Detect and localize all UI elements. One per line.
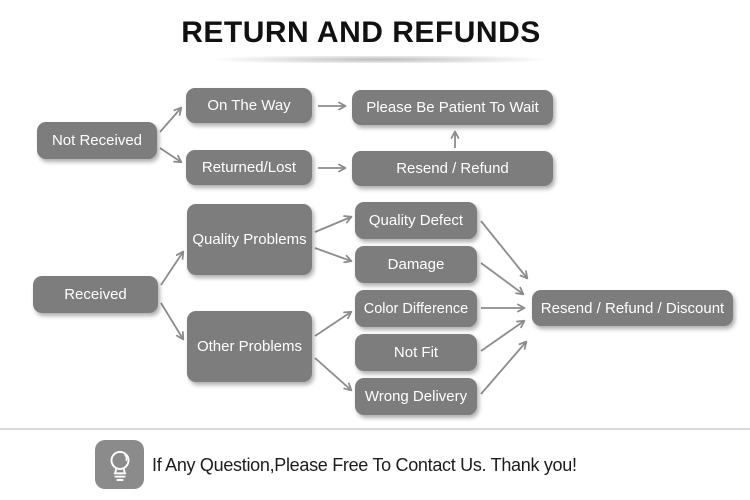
node-wrong-delivery: Wrong Delivery	[355, 378, 477, 415]
arrow-group	[159, 101, 529, 395]
node-returned-lost: Returned/Lost	[186, 150, 312, 185]
node-color-difference: Color Difference	[355, 290, 477, 327]
node-not-received: Not Received	[37, 122, 157, 159]
flow-arrows	[159, 101, 529, 395]
node-quality-problems: Quality Problems	[187, 204, 312, 275]
node-resend-refund: Resend / Refund	[352, 151, 553, 186]
node-other-problems: Other Problems	[187, 311, 312, 382]
node-resend-refund-discount: Resend / Refund / Discount	[532, 290, 733, 326]
light-bulb-icon	[95, 440, 144, 489]
footer-divider	[0, 428, 750, 430]
node-please-be-patient: Please Be Patient To Wait	[352, 90, 553, 125]
title-underline-shadow	[160, 56, 600, 63]
footer-message: If Any Question,Please Free To Contact U…	[152, 455, 577, 475]
node-on-the-way: On The Way	[186, 88, 312, 123]
node-quality-defect: Quality Defect	[355, 202, 477, 239]
node-received: Received	[33, 276, 158, 313]
light-bulb-glyph	[110, 450, 129, 481]
node-damage: Damage	[355, 246, 477, 283]
page-title: RETURN AND REFUNDS	[181, 16, 541, 49]
node-not-fit: Not Fit	[355, 334, 477, 371]
